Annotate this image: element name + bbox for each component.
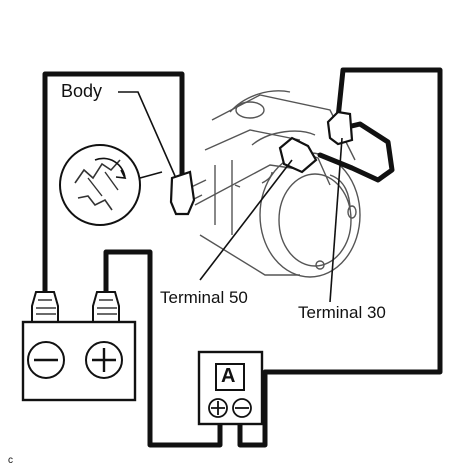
wires <box>42 67 443 448</box>
label-body: Body <box>61 81 103 101</box>
clip-connector-icon <box>169 110 354 216</box>
battery-icon <box>21 320 137 402</box>
figure-code: C <box>8 455 13 466</box>
battery-clamps <box>31 291 120 323</box>
wire-positive-to-ammeter <box>103 249 223 448</box>
pinion-gear-icon <box>59 144 163 226</box>
ammeter-icon <box>197 350 264 426</box>
body-clip <box>169 170 196 216</box>
terminal30-clip <box>326 110 354 146</box>
wire-negative-to-body <box>42 71 185 295</box>
label-terminal-50: Terminal 50 <box>160 288 248 307</box>
leader-terminal50 <box>199 159 293 281</box>
label-terminal-30: Terminal 30 <box>298 303 386 322</box>
leader-lines <box>118 91 343 303</box>
leader-terminal30 <box>329 137 343 303</box>
wire-terminal30-loop <box>317 121 395 183</box>
leader-body <box>118 91 176 177</box>
ammeter-label: A <box>221 365 236 387</box>
plus-terminal-icon <box>85 341 123 379</box>
wire-ammeter-to-terminal30 <box>237 67 443 448</box>
minus-terminal-icon <box>27 341 65 379</box>
